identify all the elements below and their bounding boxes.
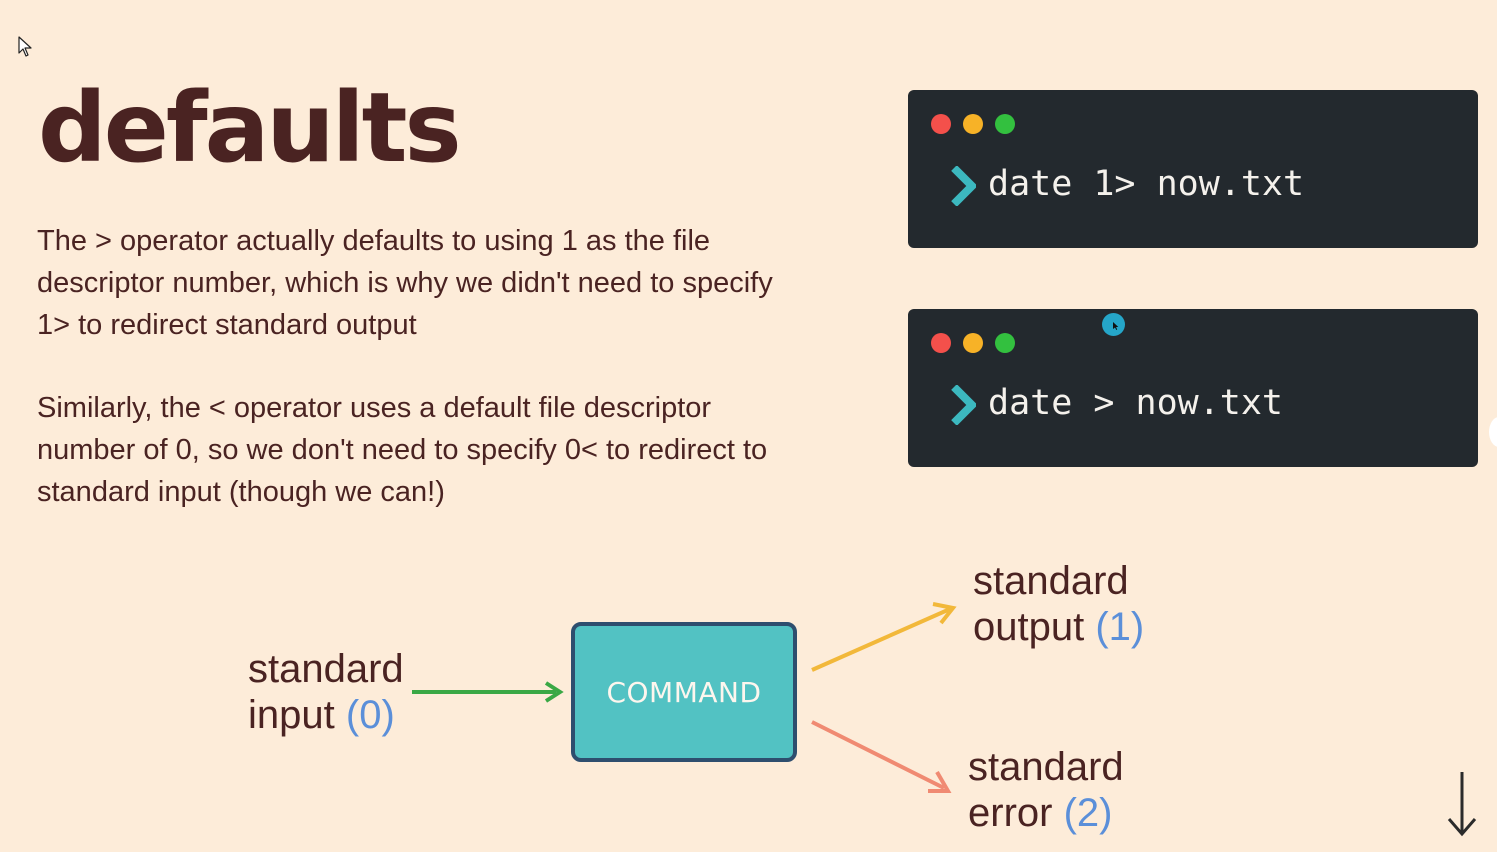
stderr-word2-line: error (2) (968, 790, 1124, 836)
stdout-word2-line: output (1) (973, 604, 1144, 650)
stderr-word2: error (968, 791, 1053, 835)
chevron-right-icon (951, 385, 976, 425)
stdout-label: standard output (1) (973, 558, 1144, 650)
cursor-highlight-icon (1102, 313, 1125, 336)
red-dot (931, 333, 951, 353)
stderr-label: standard error (2) (968, 744, 1124, 836)
paragraph-default-input: Similarly, the < operator uses a default… (37, 392, 768, 508)
red-dot (931, 114, 951, 134)
stdin-arrow (412, 681, 564, 703)
chevron-right-icon (951, 166, 976, 206)
mouse-pointer-icon (18, 36, 32, 57)
stdout-number: (1) (1095, 605, 1145, 649)
stdin-number: (0) (345, 693, 395, 737)
scroll-edge-marker[interactable] (1489, 417, 1497, 447)
stdin-word2-line: input (0) (248, 692, 404, 738)
stdin-label: standard input (0) (248, 646, 404, 738)
stderr-number: (2) (1063, 791, 1113, 835)
stdout-word2: output (973, 605, 1085, 649)
yellow-dot (963, 114, 983, 134)
green-dot (995, 114, 1015, 134)
slide-title: defaults (38, 72, 462, 184)
arrow-down-icon[interactable] (1444, 770, 1480, 838)
paragraph-default-output: The > operator actually defaults to usin… (37, 225, 773, 341)
stdin-word2: input (248, 693, 335, 737)
stderr-arrow (811, 720, 952, 793)
stderr-word1: standard (968, 745, 1124, 789)
command-box: COMMAND (571, 622, 797, 762)
stdin-word1: standard (248, 647, 404, 691)
terminal-window-default: date > now.txt (908, 309, 1478, 467)
terminal-command: date 1> now.txt (988, 164, 1305, 204)
terminal-window-explicit: date 1> now.txt (908, 90, 1478, 248)
stdout-word1: standard (973, 559, 1129, 603)
green-dot (995, 333, 1015, 353)
yellow-dot (963, 333, 983, 353)
stdout-arrow (811, 602, 957, 672)
terminal-command: date > now.txt (988, 383, 1284, 423)
